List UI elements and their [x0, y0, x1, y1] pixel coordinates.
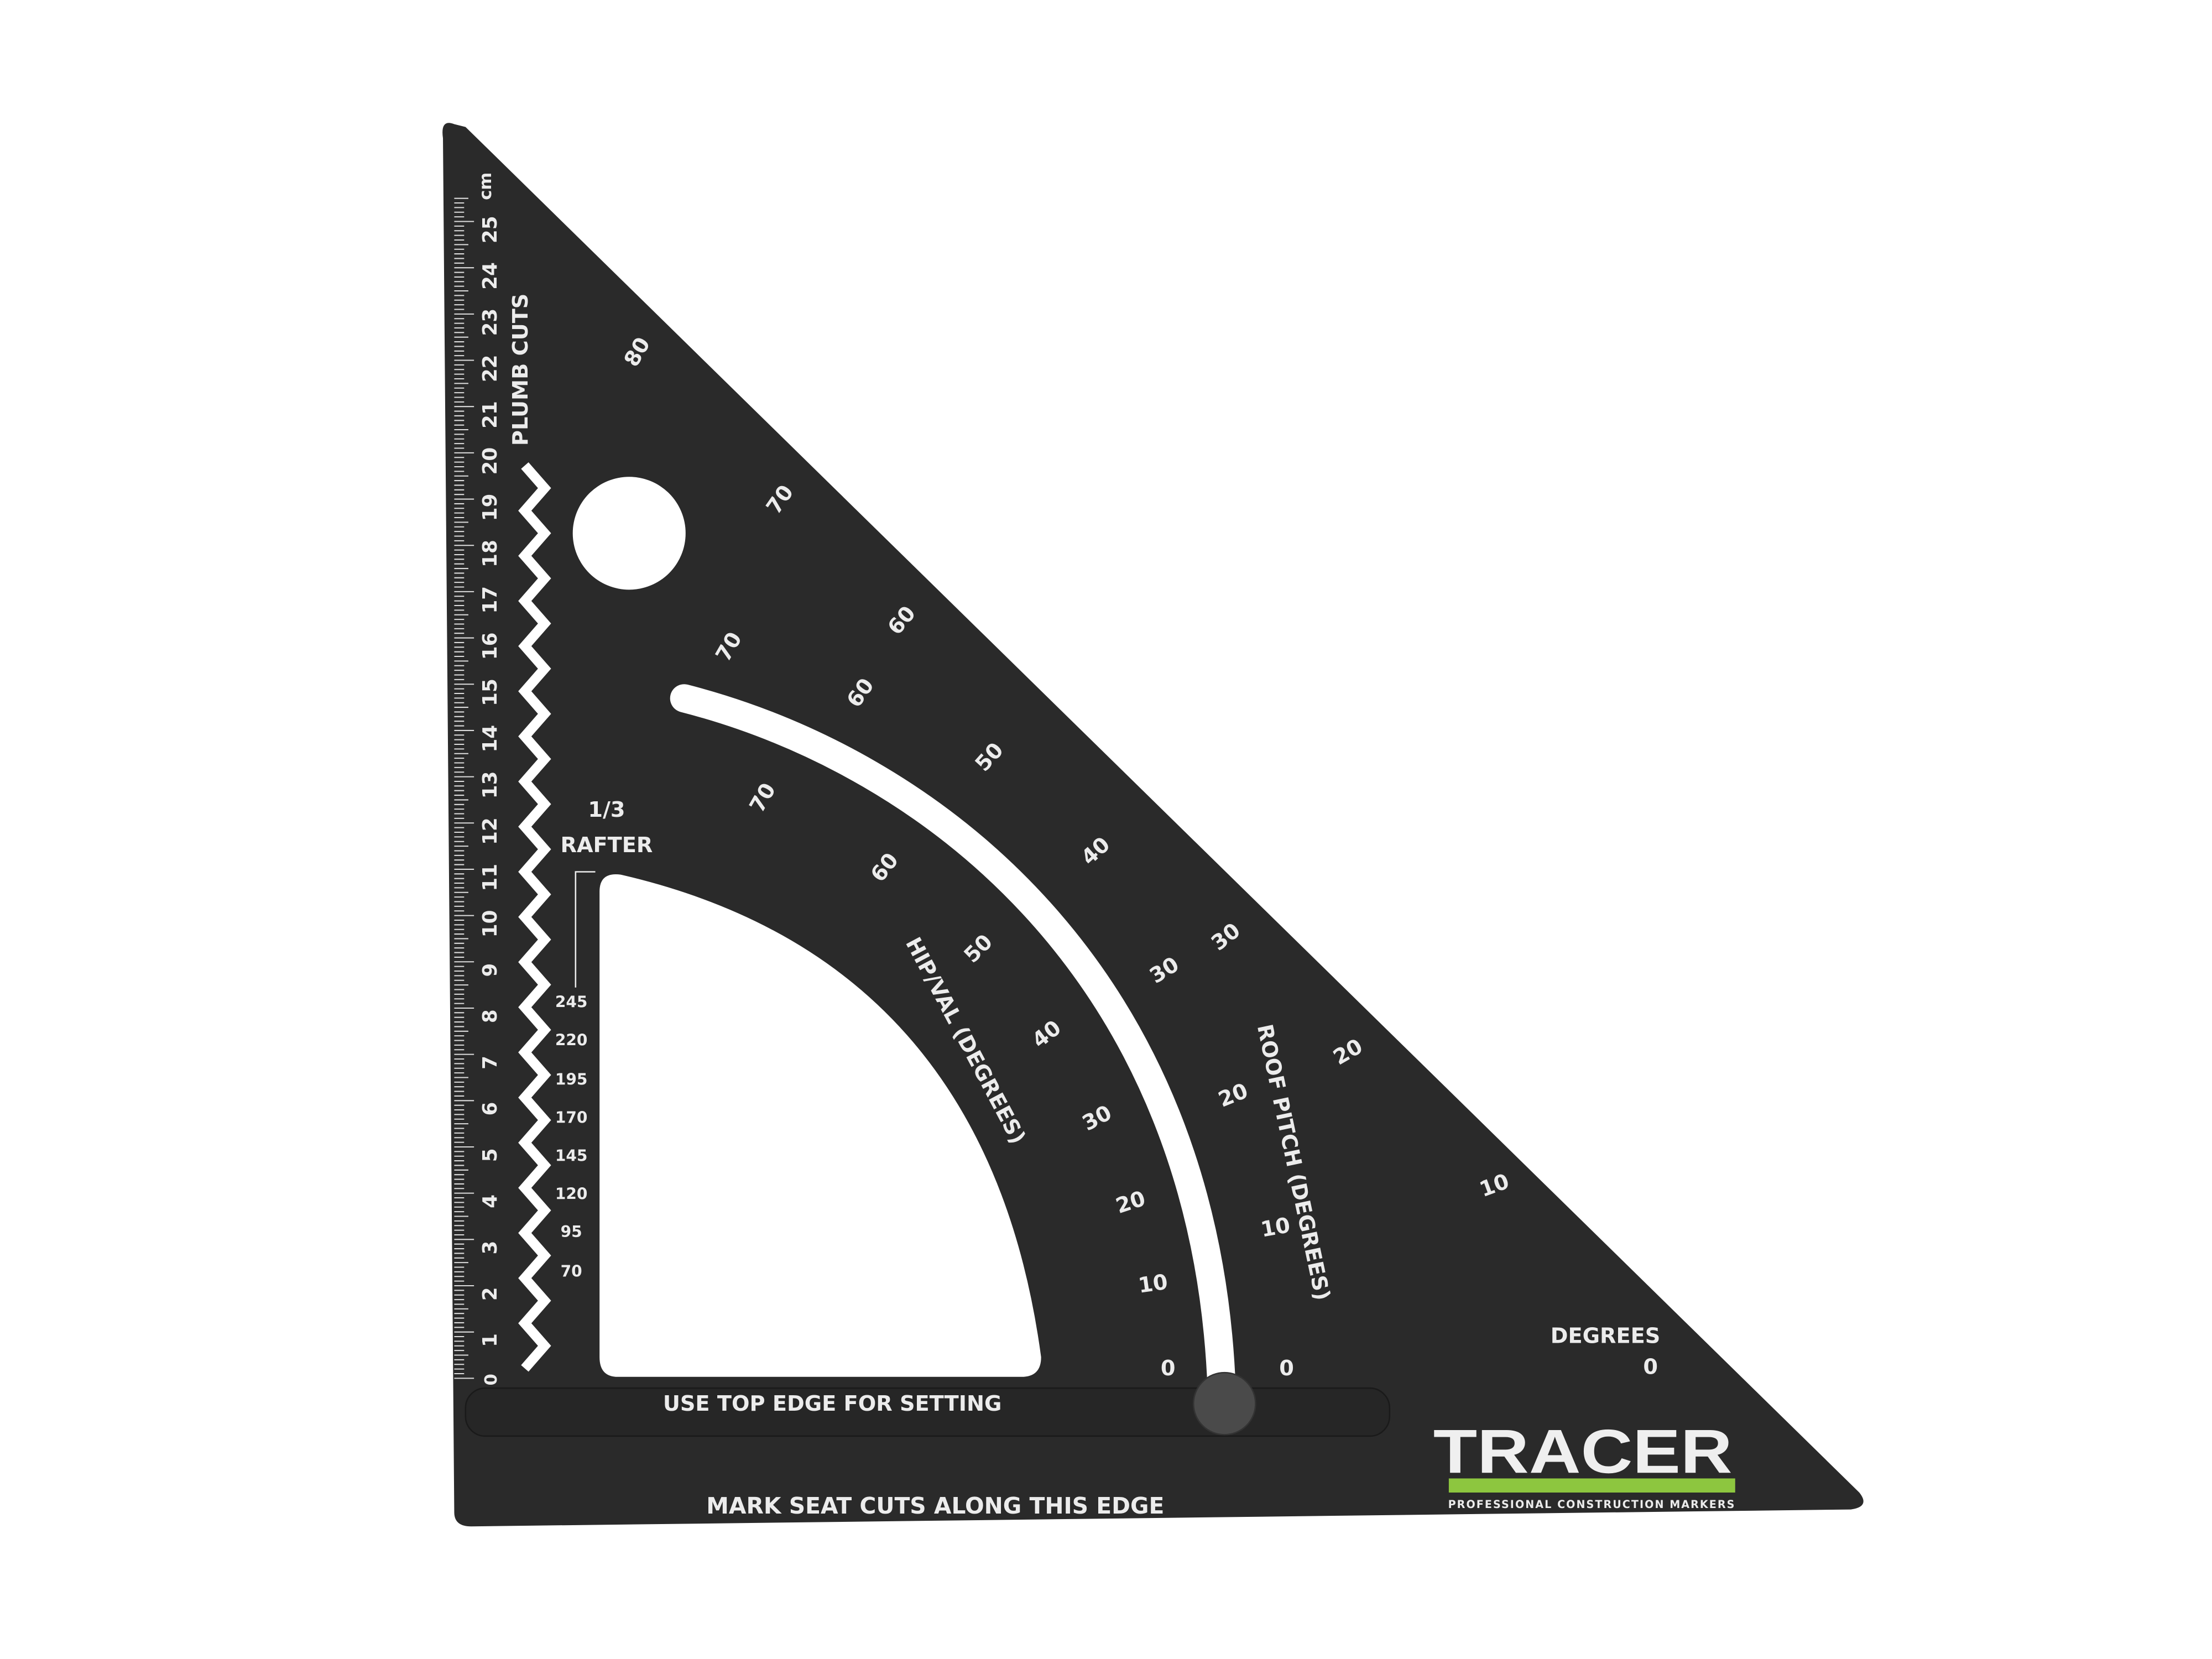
ruler-number: 8 [479, 1009, 502, 1023]
setting-slider[interactable] [465, 1387, 1391, 1437]
ruler-number: 6 [479, 1102, 502, 1116]
svg-text:PROFESSIONAL CONSTRUCTION MARK: PROFESSIONAL CONSTRUCTION MARKERS [1448, 1498, 1735, 1511]
tracer-logo: TRACER PROFESSIONAL CONSTRUCTION MARKERS [1433, 1416, 1735, 1511]
ruler-number: 4 [479, 1194, 502, 1208]
ruler-number: 5 [479, 1148, 502, 1162]
hip-val-value: 10 [1137, 1270, 1170, 1298]
ruler-number: 23 [479, 309, 502, 336]
rafter-value: 145 [555, 1146, 588, 1165]
ruler-ticks [454, 197, 474, 1379]
pivot-knob[interactable] [1192, 1371, 1256, 1436]
plumb-zigzag [518, 462, 551, 1372]
ruler-number: 25 [479, 216, 502, 243]
ruler-number: 21 [479, 401, 502, 429]
rafter-label: RAFTER [561, 833, 653, 858]
quarter-cutout [599, 874, 1041, 1377]
roof-pitch-value: 10 [1259, 1213, 1292, 1243]
ruler-number: 10 [479, 910, 502, 938]
hip-val-value: 0 [1161, 1356, 1176, 1381]
roof-pitch-value: 0 [1279, 1356, 1294, 1381]
rafter-arrow [575, 871, 596, 988]
ruler-number: 15 [479, 679, 502, 706]
ruler-number: 9 [479, 963, 502, 977]
ruler-number: 1 [479, 1333, 502, 1347]
rafter-fraction: 1/3 [588, 797, 625, 822]
ruler-number: 19 [479, 494, 502, 521]
svg-text:TRACER: TRACER [1433, 1416, 1733, 1486]
ruler-number: 3 [479, 1241, 502, 1255]
ruler-number: 13 [479, 771, 502, 799]
ruler-number: 2 [479, 1287, 502, 1301]
ruler-number: 16 [479, 633, 502, 660]
rafter-value: 120 [555, 1185, 588, 1203]
hanging-hole [572, 477, 686, 590]
rafter-value: 220 [555, 1031, 588, 1049]
rafter-value: 195 [555, 1071, 588, 1089]
degrees-label: DEGREES [1551, 1324, 1661, 1349]
ruler-number: 17 [479, 586, 502, 614]
rafter-value: 245 [555, 993, 588, 1011]
pitch-slot[interactable] [670, 684, 1236, 1404]
degrees-value: 0 [1643, 1355, 1658, 1380]
ruler-number: 7 [479, 1056, 502, 1070]
slider-text: USE TOP EDGE FOR SETTING [663, 1391, 1002, 1416]
ruler-number: 20 [479, 447, 502, 475]
rafter-value: 95 [561, 1223, 582, 1241]
rafter-value: 70 [561, 1262, 582, 1281]
rafter-value: 170 [555, 1109, 588, 1127]
ruler-number: 11 [479, 864, 502, 891]
ruler-number: 24 [479, 262, 502, 290]
logo-accent-bar [1448, 1478, 1735, 1493]
base-text: MARK SEAT CUTS ALONG THIS EDGE [706, 1493, 1164, 1519]
ruler-number: 18 [479, 540, 502, 567]
ruler-number: 22 [479, 354, 502, 382]
cm-unit: cm [476, 173, 495, 200]
plumb-cuts-label: PLUMB CUTS [508, 294, 533, 446]
ruler-number: 14 [479, 725, 502, 753]
ruler-number: 12 [479, 817, 502, 845]
ruler-number: 0 [482, 1374, 501, 1385]
